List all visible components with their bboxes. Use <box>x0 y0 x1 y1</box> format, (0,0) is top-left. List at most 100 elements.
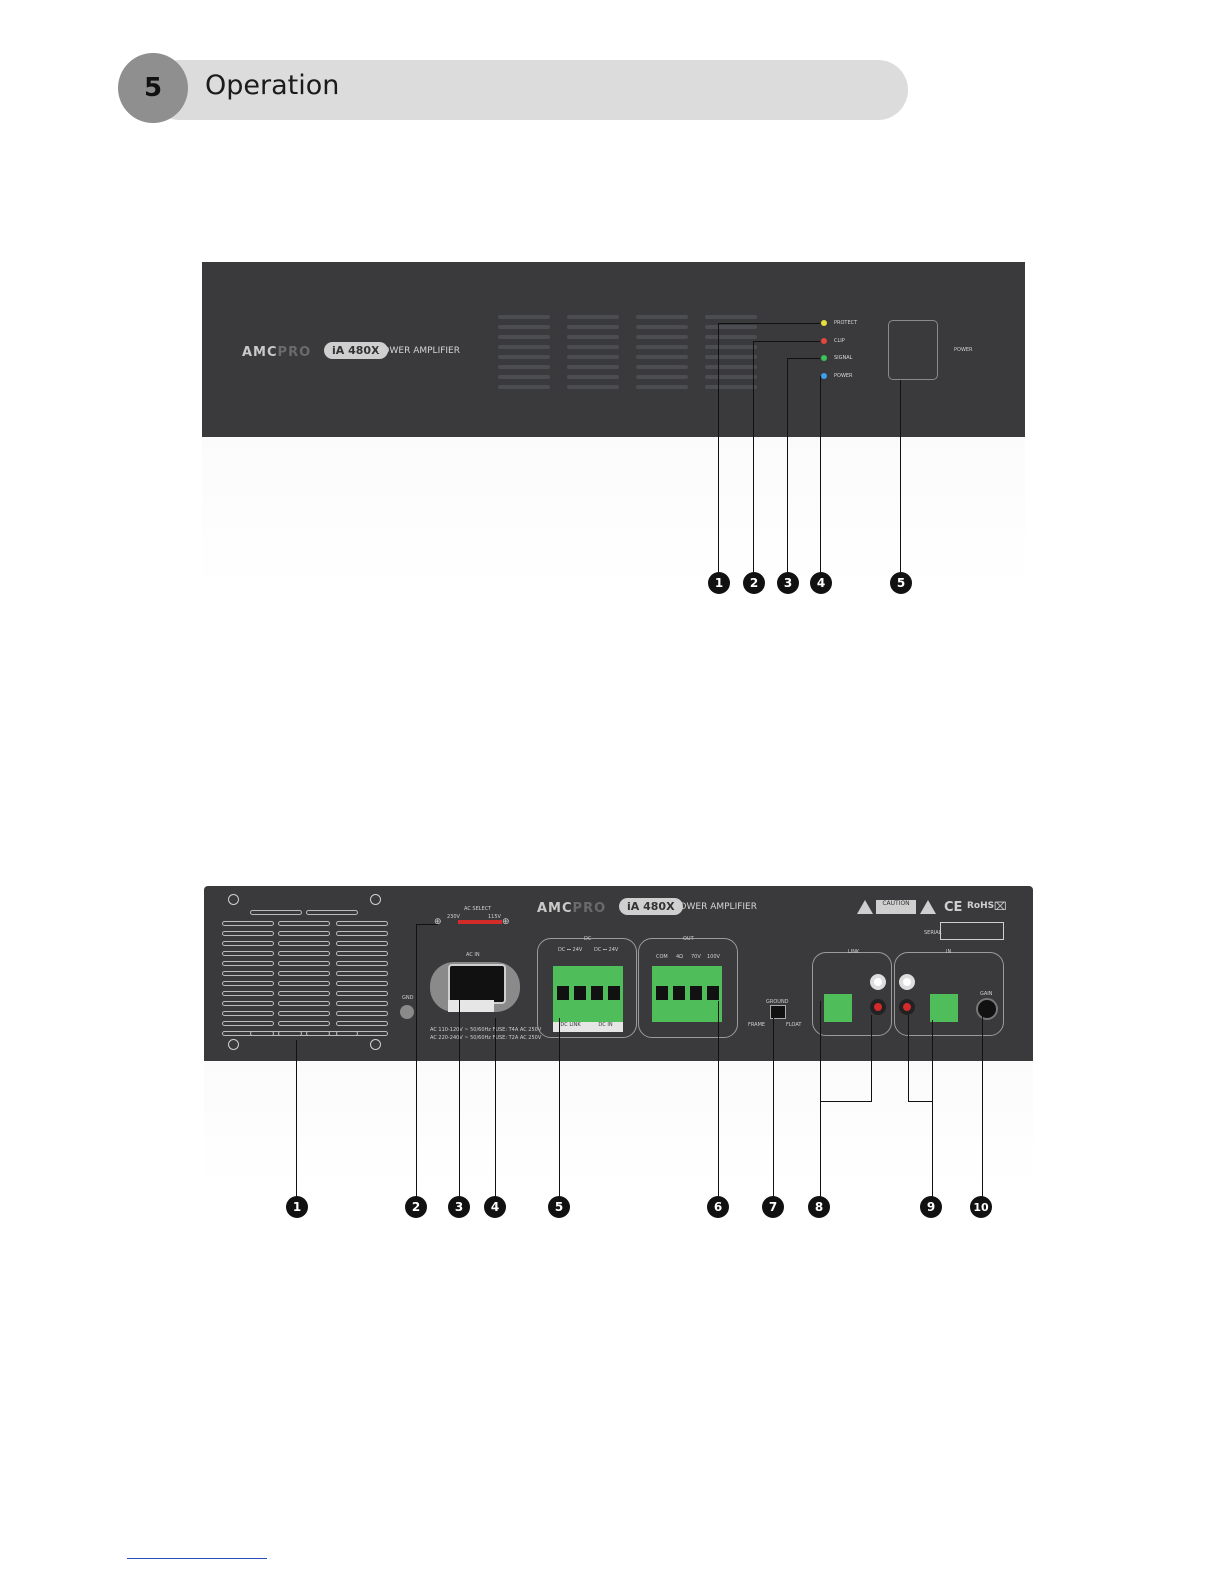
vent-slot <box>636 325 688 329</box>
front-callout-line-2h <box>753 341 820 342</box>
out-terminal-box <box>638 938 738 1038</box>
gnd-screw-icon <box>400 1005 414 1019</box>
vent-slot <box>498 365 550 369</box>
section-title: Operation <box>205 70 340 101</box>
vent-slot <box>498 375 550 379</box>
led-clip-icon <box>821 338 827 344</box>
vent-slot <box>336 1011 388 1016</box>
vent-slot <box>278 921 330 926</box>
vent-slot <box>705 355 757 359</box>
rear-callout-line-3 <box>459 987 460 1197</box>
vent-slot <box>498 385 550 389</box>
link-label: LINK <box>848 949 860 955</box>
front-callout-line-1 <box>718 323 719 573</box>
section-header-bar <box>150 60 908 120</box>
rear-callout-line-4 <box>495 1018 496 1197</box>
front-callout-2: 2 <box>743 572 765 594</box>
weee-bin-icon: ⌧ <box>994 900 1007 913</box>
vent-slot <box>567 325 619 329</box>
vent-slot <box>336 951 388 956</box>
vent-slot <box>636 375 688 379</box>
front-brand-logo: AMCPRO <box>242 345 312 360</box>
vent-slot <box>222 921 274 926</box>
ac-select-label: AC SELECT <box>464 906 492 912</box>
screw-hole-icon <box>228 1039 239 1050</box>
vent-slot <box>278 971 330 976</box>
ground-label: GROUND <box>766 999 789 1005</box>
screw-icon: ⊕ <box>434 917 442 927</box>
dc-link-label: DC LINK <box>553 1022 588 1032</box>
vent-slot <box>336 941 388 946</box>
vent-slot <box>636 315 688 319</box>
vent-slot <box>636 345 688 349</box>
front-callout-line-4 <box>820 376 821 573</box>
serial-label: SERIAL <box>924 930 942 936</box>
ac-select-115v: 115V <box>488 914 501 920</box>
vent-slot <box>306 910 358 915</box>
front-callout-line-3 <box>787 358 788 573</box>
vent-slot <box>278 991 330 996</box>
vent-slot <box>498 345 550 349</box>
in-rca-right-icon <box>899 999 915 1015</box>
out-terminal-block <box>652 966 722 1022</box>
vent-slot <box>498 315 550 319</box>
screw-icon: ⊕ <box>502 917 510 927</box>
front-callout-line-2 <box>753 341 754 573</box>
vent-slot <box>705 335 757 339</box>
rear-callout-line-10 <box>982 1006 983 1197</box>
vent-slot <box>705 365 757 369</box>
vent-slot <box>636 335 688 339</box>
rear-callout-line-8h <box>820 1101 872 1102</box>
ac-select-switch <box>458 920 502 924</box>
rear-callout-5: 5 <box>548 1196 570 1218</box>
vent-slot <box>278 1001 330 1006</box>
vent-slot <box>222 991 274 996</box>
rear-callout-line-7 <box>773 1018 774 1197</box>
vent-slot <box>498 355 550 359</box>
rear-panel-image: AC SELECT 230V 115V ⊕ ⊕ AC IN AC 110-120… <box>204 886 1033 1061</box>
vent-slot <box>705 325 757 329</box>
serial-plate <box>940 922 1004 940</box>
rear-model-subtitle: POWER AMPLIFIER <box>674 902 757 912</box>
screw-hole-icon <box>228 894 239 905</box>
in-terminal-block <box>930 994 958 1022</box>
led-protect-label: PROTECT <box>834 320 858 326</box>
rear-callout-8: 8 <box>808 1196 830 1218</box>
vent-slot <box>336 931 388 936</box>
led-power-label: POWER <box>834 373 853 379</box>
vent-slot <box>250 1031 302 1036</box>
vent-slot <box>636 385 688 389</box>
vent-slot <box>567 345 619 349</box>
in-rca-left-icon <box>899 974 915 990</box>
vent-slot <box>278 1021 330 1026</box>
vent-slot <box>567 335 619 339</box>
dc-in-label: DC IN <box>588 1022 623 1032</box>
vent-slot <box>567 315 619 319</box>
dc-24v-label-b: DC ⎓ 24V <box>594 947 619 953</box>
led-power-icon <box>821 373 827 379</box>
vent-slot <box>705 375 757 379</box>
led-clip-label: CLIP <box>834 338 845 344</box>
vent-slot <box>222 1001 274 1006</box>
vent-slot <box>250 910 302 915</box>
out-label: OUT <box>683 936 694 942</box>
vent-slot <box>336 971 388 976</box>
ac-spec-line-2: AC 220-240V ~ 50/60Hz FUSE: T2A AC 250V <box>430 1035 542 1041</box>
screw-hole-icon <box>370 894 381 905</box>
vent-slot <box>498 335 550 339</box>
vent-slot <box>336 1001 388 1006</box>
front-power-switch <box>888 320 938 380</box>
vent-slot <box>222 931 274 936</box>
rear-brand-logo: AMCPRO <box>537 901 607 916</box>
fuse-holder <box>448 1000 494 1012</box>
front-callout-line-1h <box>718 323 820 324</box>
vent-slot <box>278 941 330 946</box>
front-callout-1: 1 <box>708 572 730 594</box>
led-signal-icon <box>821 355 827 361</box>
vent-slot <box>567 385 619 389</box>
front-callout-5: 5 <box>890 572 912 594</box>
out-70v-label: 70V <box>691 954 701 960</box>
section-number: 5 <box>143 73 163 103</box>
ac-spec-line-1: AC 110-120V ~ 50/60Hz FUSE: T4A AC 250V <box>430 1027 542 1033</box>
vent-slot <box>278 951 330 956</box>
